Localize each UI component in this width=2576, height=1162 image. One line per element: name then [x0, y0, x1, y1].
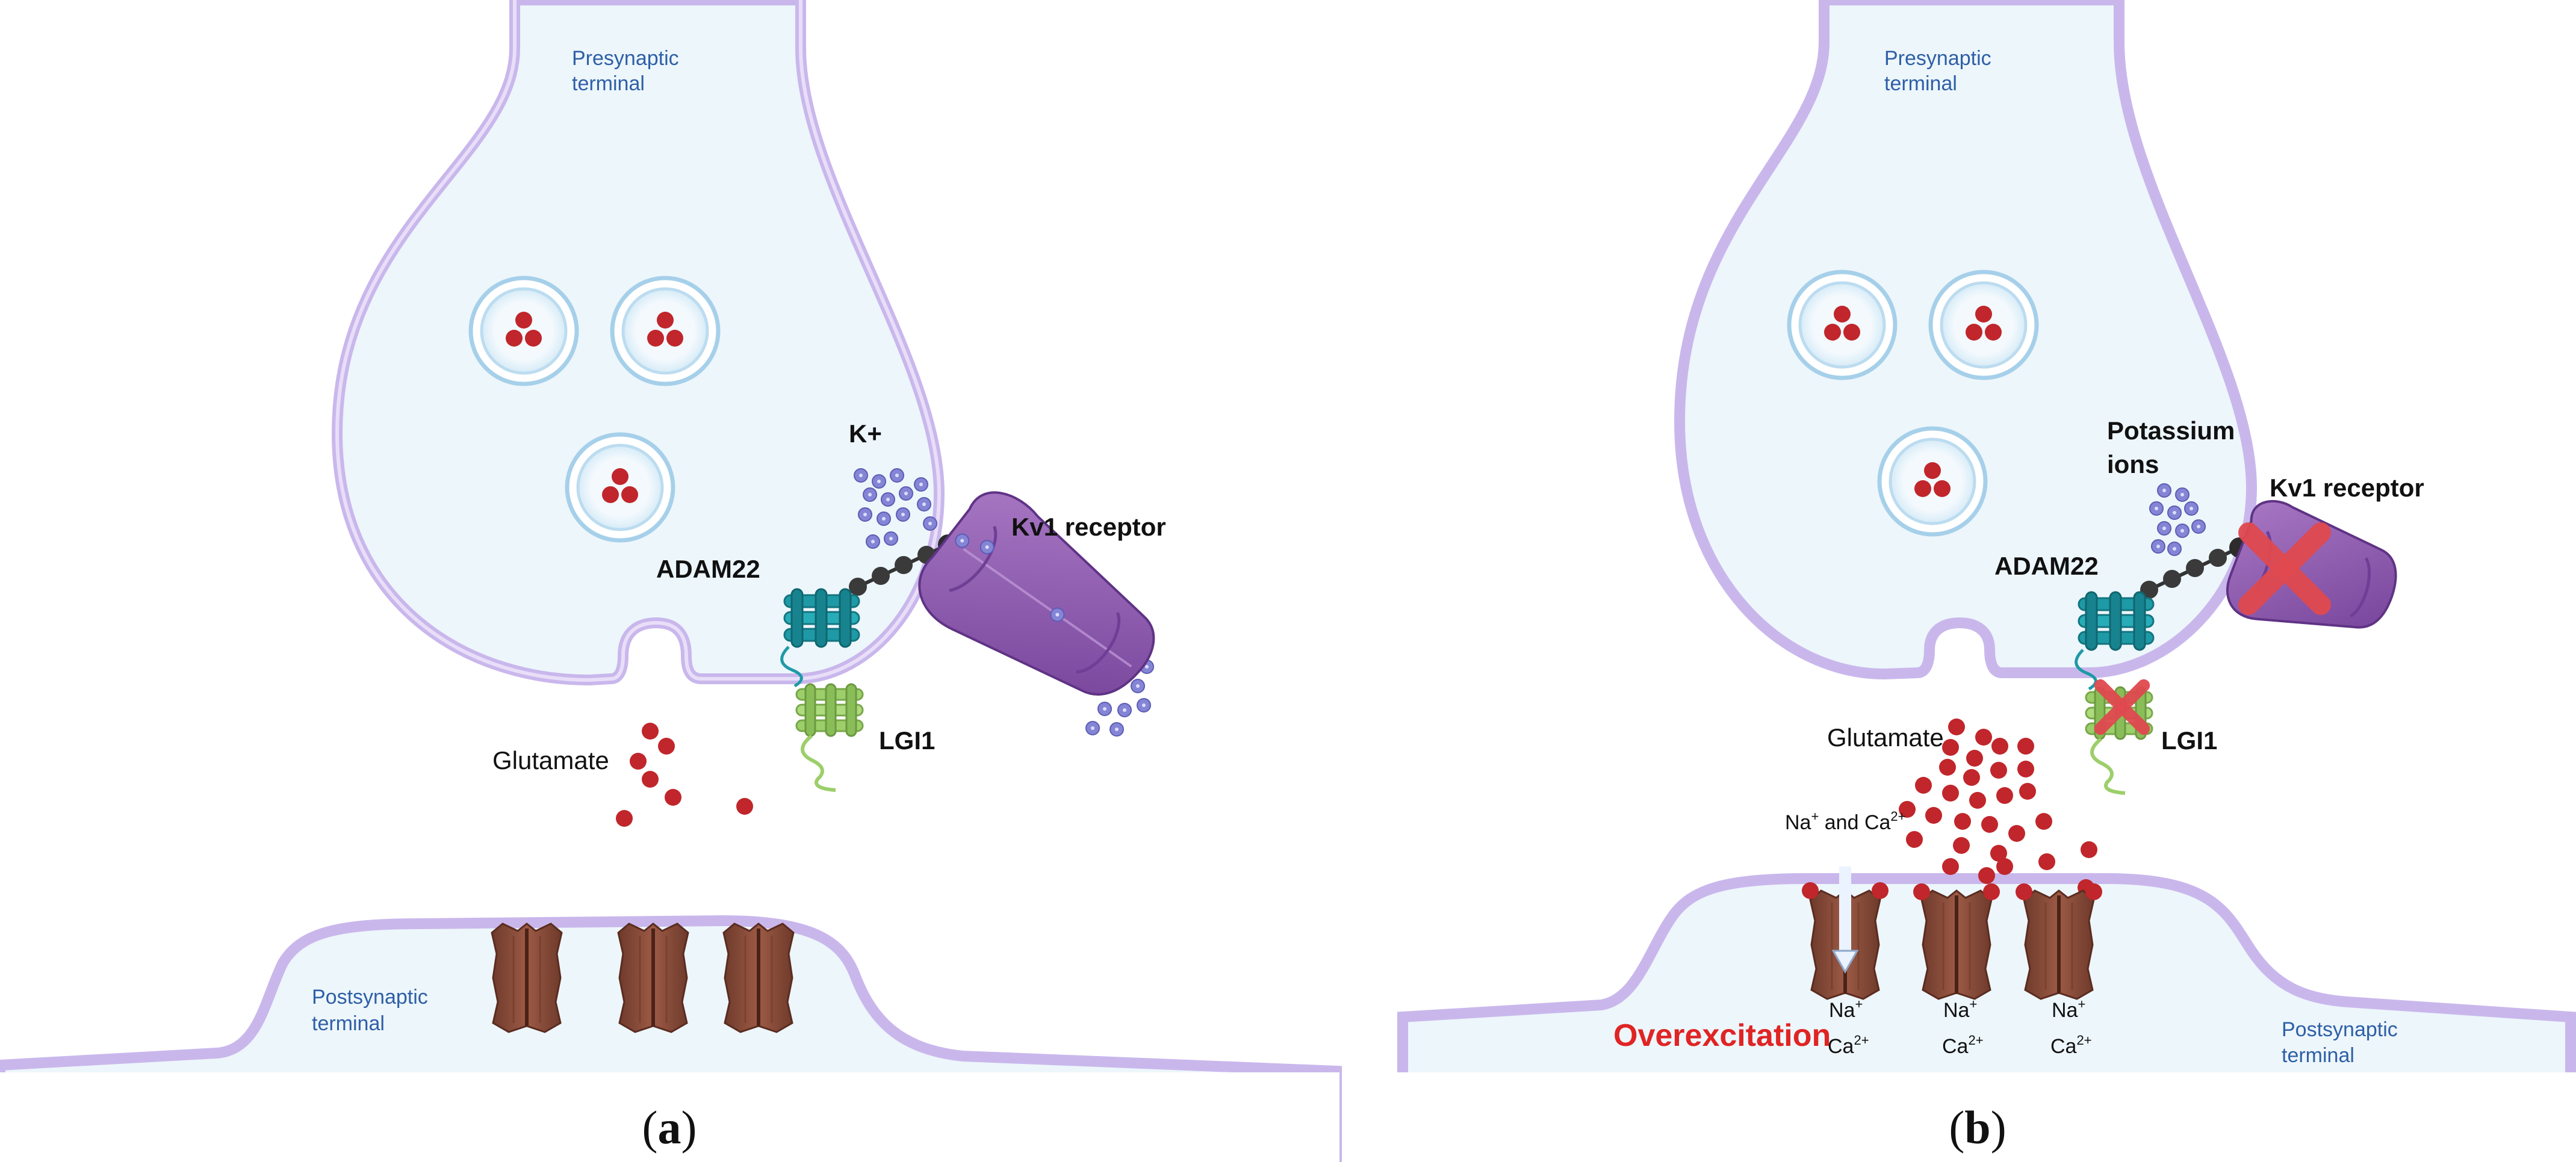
glutamate-receptor [492, 924, 562, 1032]
vesicle [471, 278, 577, 384]
postsynaptic-label-a: Postsynaptic terminal [312, 986, 433, 1035]
glutamate-label-b: Glutamate [1827, 723, 1944, 752]
adam22-label-b: ADAM22 [1994, 552, 2099, 580]
channel-ion-label-1: Na+ Ca2+ [1828, 997, 1869, 1058]
vesicle [1789, 272, 1895, 378]
svg-text:Na+: Na+ [2052, 997, 2085, 1022]
glutamate-dots-b [1899, 719, 2097, 896]
presynaptic-label-a: Presynaptic terminal [572, 47, 684, 95]
glutamate-dots-a [616, 723, 753, 827]
presynaptic-label-b: Presynaptic terminal [1884, 47, 1997, 95]
vesicle [1879, 428, 1985, 534]
svg-text:Na+: Na+ [1943, 997, 1977, 1022]
panel-b: Presynaptic terminal Postsynaptic termin… [1397, 0, 2576, 1162]
postsynaptic-label-b: Postsynaptic terminal [2282, 1018, 2403, 1067]
lgi1-label-a: LGI1 [879, 726, 935, 755]
lgi1-protein-a [796, 684, 863, 790]
lgi1-label-b: LGI1 [2161, 726, 2217, 755]
na-ca-influx-label: Na+ and Ca2+ [1785, 809, 1906, 834]
svg-text:Na+: Na+ [1829, 997, 1863, 1022]
svg-text:Ca2+: Ca2+ [2050, 1033, 2092, 1058]
vesicle [612, 278, 718, 384]
vesicle [567, 434, 673, 540]
panel-a: Presynaptic terminal Postsynaptic termin… [0, 0, 1342, 1162]
k-plus-label: K+ [849, 419, 882, 448]
channel-ion-label-2: Na+ Ca2+ [1942, 997, 1984, 1058]
svg-text:Ca2+: Ca2+ [1828, 1033, 1869, 1058]
channel-ion-label-3: Na+ Ca2+ [2050, 997, 2092, 1058]
glutamate-receptor [618, 924, 688, 1032]
vesicle [1931, 272, 2037, 378]
svg-text:Ca2+: Ca2+ [1942, 1033, 1984, 1058]
activated-receptor-2 [1913, 883, 2000, 999]
caption-b: (b) [1949, 1101, 2006, 1154]
caption-a: (a) [642, 1101, 697, 1154]
glutamate-label-a: Glutamate [492, 746, 609, 774]
overexcitation-label: Overexcitation [1613, 1018, 1831, 1053]
kv1-receptor-label-a: Kv1 receptor [1011, 513, 1166, 541]
kv1-receptor-a [918, 491, 1155, 696]
adam22-label-a: ADAM22 [656, 555, 760, 583]
kv1-receptor-label-b: Kv1 receptor [2270, 474, 2424, 502]
activated-receptor-1 [1802, 867, 1889, 999]
glutamate-receptor [724, 924, 793, 1032]
activated-receptor-3 [2016, 883, 2102, 999]
potassium-ions-label: Potassium ions [2107, 416, 2242, 478]
